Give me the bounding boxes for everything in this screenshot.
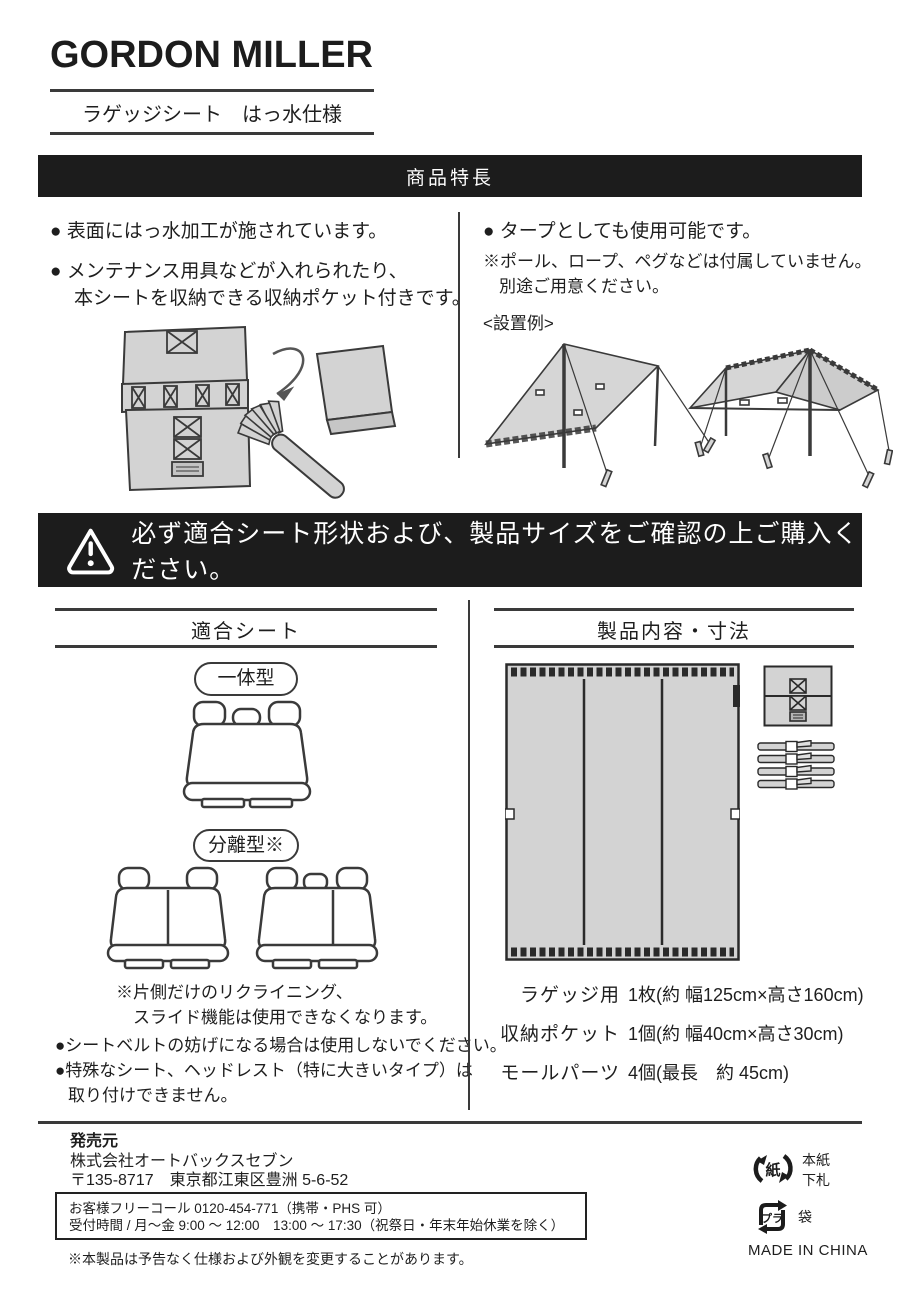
- warning-bar: 必ず適合シート形状および、製品サイズをご確認の上ご購入ください。: [38, 513, 862, 587]
- features-bar-title: 商品特長: [405, 167, 494, 189]
- integrated-seat-illustration: [182, 700, 312, 809]
- brand-logo: GORDON MILLER: [50, 34, 373, 76]
- spec-label: ラゲッジ用: [519, 985, 620, 1006]
- lower-column-divider: [468, 600, 470, 1110]
- seatbelt-caution: ●シートベルトの妨げになる場合は使用しないでください。: [55, 1036, 507, 1055]
- recycle-plastic-icon: プラ: [758, 1200, 787, 1234]
- svg-text:プラ: プラ: [761, 1211, 783, 1225]
- headrest-caution-line2: 取り付けできません。: [68, 1086, 238, 1105]
- spec-value: 1個(約 幅40cm×高さ30cm): [628, 1024, 844, 1044]
- storage-pocket-diagram: [763, 665, 833, 727]
- compat-title-line-bottom: [55, 645, 437, 648]
- recline-note-line2: スライド機能は使用できなくなります。: [133, 1008, 438, 1027]
- spec-label: モールパーツ: [500, 1063, 620, 1084]
- contents-title-line-bottom: [494, 645, 854, 648]
- spec-row-pocket: 収納ポケット 1個(約 幅40cm×高さ30cm): [492, 1019, 872, 1046]
- pocket-usage-illustration: [120, 325, 397, 499]
- seat-type-integrated-pill: 一体型: [194, 662, 298, 696]
- contact-phone: お客様フリーコール 0120-454-771（携帯・PHS 可）: [69, 1201, 391, 1216]
- headrest-caution-line1: ●特殊なシート、ヘッドレスト（特に大きいタイプ）は: [55, 1061, 473, 1080]
- spec-value: 4個(最長 約 45cm): [628, 1063, 790, 1083]
- warning-triangle-icon: [67, 528, 115, 575]
- warning-text: 必ず適合シート形状および、製品サイズをご確認の上ご購入ください。: [131, 520, 859, 584]
- luggage-sheet-diagram: [505, 663, 740, 961]
- spec-change-disclaimer: ※本製品は予告なく仕様および外観を変更することがあります。: [68, 1251, 473, 1267]
- recycle-plastic-label: 袋: [798, 1209, 812, 1225]
- spec-row-luggage: ラゲッジ用 1枚(約 幅125cm×高さ160cm): [492, 980, 872, 1007]
- cloth-icon: [315, 344, 397, 436]
- brush-icon: [236, 400, 345, 499]
- contact-hours: 受付時間 / 月～金 9:00 ～ 12:00 13:00 ～ 17:30（祝祭…: [69, 1218, 565, 1233]
- tarp-note-line2: 別途ご用意ください。: [499, 277, 669, 296]
- tarp-note-line1: ※ポール、ロープ、ペグなどは付属していません。: [483, 252, 872, 271]
- feature-tarp: ● タープとしても使用可能です。: [483, 221, 762, 242]
- separated-seat-illustration: [106, 866, 379, 970]
- tarp-setup-illustration: [484, 343, 893, 489]
- features-section-bar: 商品特長: [38, 155, 862, 197]
- contents-section-title: 製品内容・寸法: [597, 621, 751, 643]
- contents-title-line-top: [494, 608, 854, 611]
- recycle-paper-label-2: 下札: [802, 1172, 830, 1188]
- spec-value: 1枚(約 幅125cm×高さ160cm): [628, 985, 864, 1005]
- product-subtitle: ラゲッジシート はっ水仕様: [82, 104, 342, 126]
- recline-note-line1: ※片側だけのリクライニング、: [116, 983, 353, 1002]
- contact-box: お客様フリーコール 0120-454-771（携帯・PHS 可） 受付時間 / …: [55, 1192, 587, 1240]
- features-column-divider: [458, 212, 460, 458]
- recycle-paper-label-1: 本紙: [802, 1152, 830, 1168]
- molding-parts-diagram: [757, 740, 835, 790]
- seat-type-separated-pill: 分離型※: [193, 829, 299, 862]
- svg-text:紙: 紙: [765, 1161, 780, 1179]
- logo-divider-bottom: [50, 132, 374, 135]
- compat-title-line-top: [55, 608, 437, 611]
- made-in-label: MADE IN CHINA: [748, 1242, 868, 1259]
- feature-water-repellent: ● 表面にはっ水加工が施されています。: [50, 221, 388, 242]
- recycle-paper-icon: 紙: [753, 1154, 793, 1183]
- compat-section-title: 適合シート: [191, 621, 301, 643]
- seller-label: 発売元: [70, 1133, 119, 1150]
- company-name: 株式会社オートバックスセブン: [70, 1153, 294, 1170]
- company-address: 〒135-8717 東京都江東区豊洲 5-6-52: [70, 1172, 349, 1189]
- spec-label: 収納ポケット: [499, 1024, 620, 1045]
- setup-example-label: <設置例>: [483, 314, 554, 333]
- footer-divider: [38, 1121, 862, 1124]
- feature-pocket-line1: ● メンテナンス用具などが入れられたり、: [50, 261, 408, 282]
- logo-divider-top: [50, 89, 374, 92]
- spec-row-molding: モールパーツ 4個(最長 約 45cm): [492, 1058, 872, 1085]
- feature-pocket-line2: 本シートを収納できる収納ポケット付きです。: [74, 288, 471, 309]
